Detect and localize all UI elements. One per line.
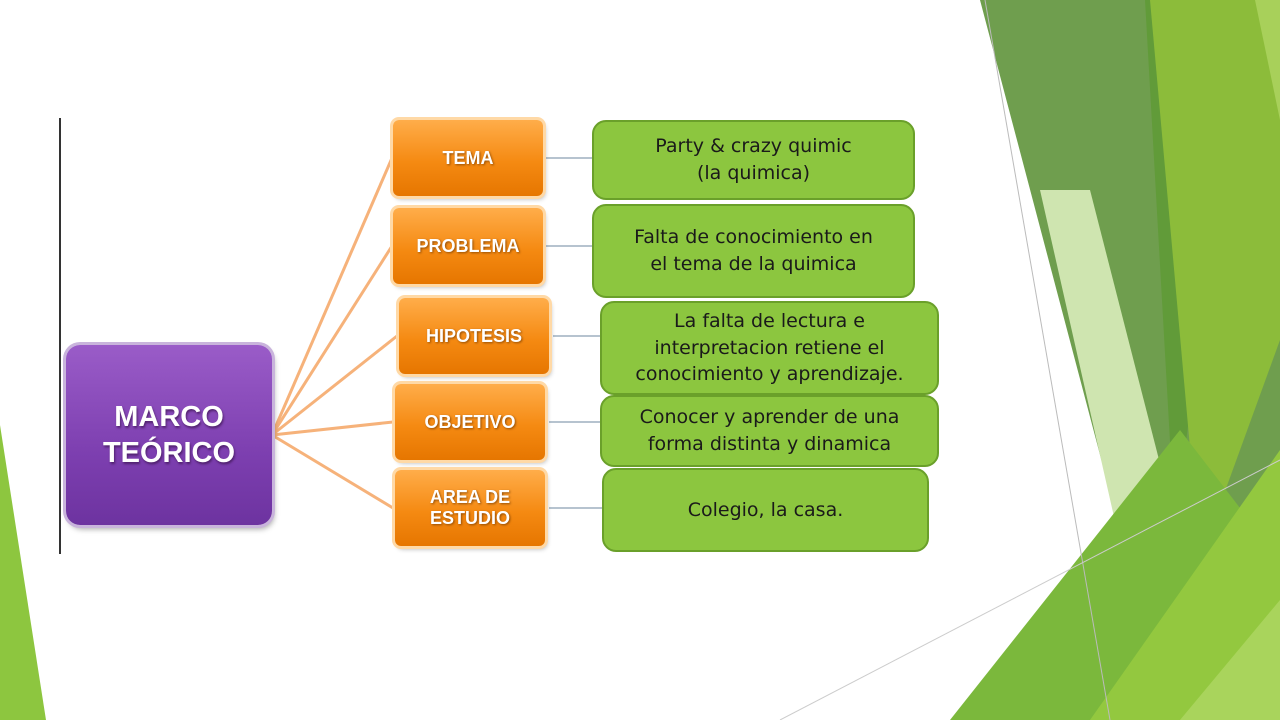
description-text: Conocer y aprender de una forma distinta… (639, 406, 900, 455)
description-area-de-estudio: Colegio, la casa. (602, 468, 929, 552)
description-text: La falta de lectura e interpretacion ret… (635, 310, 904, 386)
root-node: MARCO TEÓRICO (66, 345, 272, 525)
branch-label: OBJETIVO (424, 411, 516, 432)
description-text: Colegio, la casa. (687, 498, 844, 521)
branch-objetivo: OBJETIVO (395, 384, 545, 460)
branch-label: TEMA (442, 147, 494, 168)
description-text: Party & crazy quimic (la quimica) (655, 135, 852, 184)
description-objetivo: Conocer y aprender de una forma distinta… (600, 395, 939, 467)
description-hipotesis: La falta de lectura e interpretacion ret… (600, 301, 939, 395)
branch-label: HIPOTESIS (425, 325, 523, 346)
branch-hipotesis: HIPOTESIS (399, 298, 549, 374)
description-problema: Falta de conocimiento en el tema de la q… (592, 204, 915, 298)
branch-label: PROBLEMA (416, 235, 520, 256)
branch-tema: TEMA (393, 120, 543, 196)
branch-label: AREA DE ESTUDIO (429, 487, 511, 528)
left-divider (59, 118, 61, 554)
description-tema: Party & crazy quimic (la quimica) (592, 120, 915, 200)
description-text: Falta de conocimiento en el tema de la q… (634, 226, 873, 275)
branch-area-de-estudio: AREA DE ESTUDIO (395, 470, 545, 546)
root-label: MARCO TEÓRICO (102, 400, 236, 469)
branch-problema: PROBLEMA (393, 208, 543, 284)
